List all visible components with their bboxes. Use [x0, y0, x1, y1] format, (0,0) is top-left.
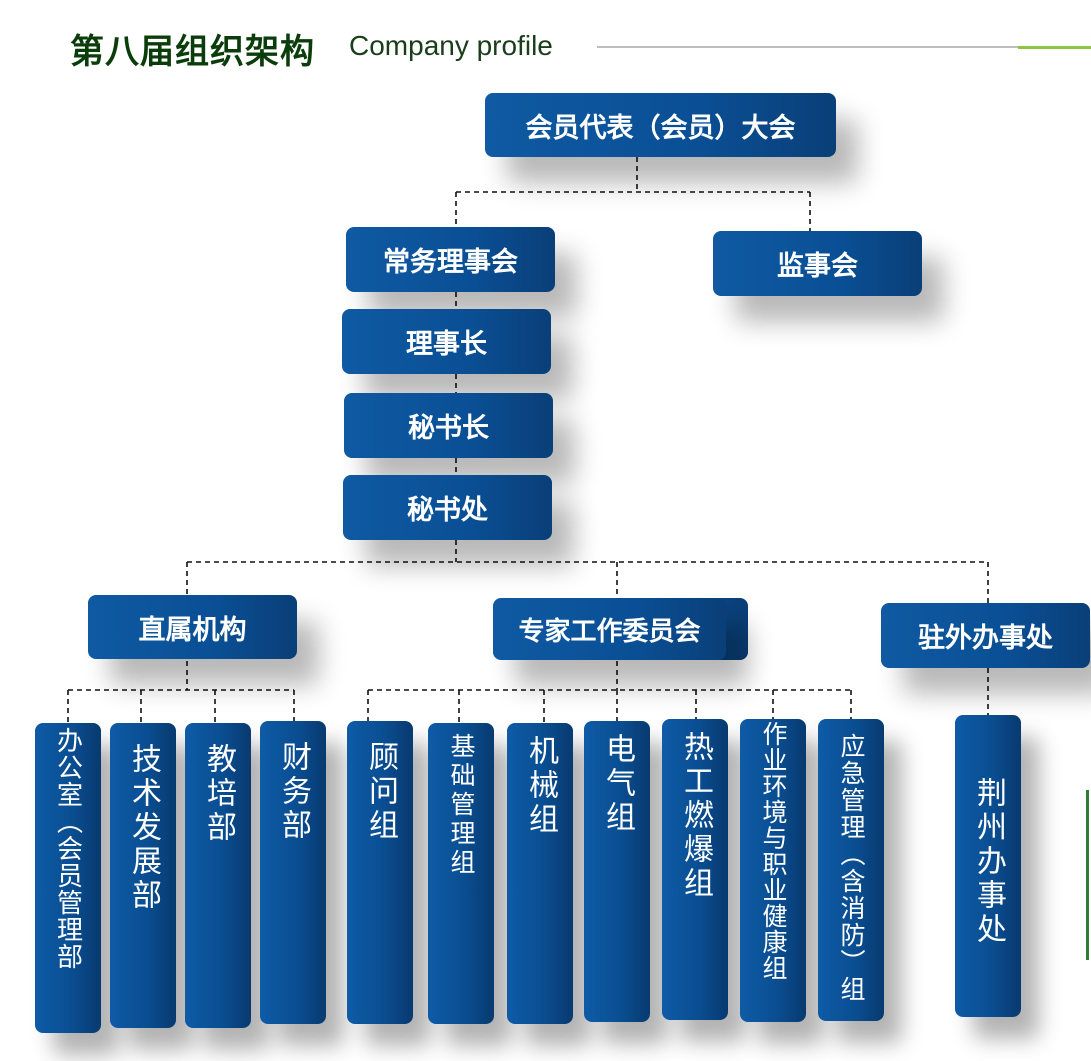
page-subtitle: Company profile	[349, 30, 553, 61]
unit-education: 教培部	[185, 723, 251, 1028]
group-electrical: 电气组	[584, 721, 650, 1022]
node-experts-committee-label: 专家工作委员会	[518, 616, 701, 647]
group-thermal-explosion-label: 热工燃爆组	[678, 731, 713, 901]
group-occupational-health-label: 作业环境与职业健康组	[759, 721, 788, 981]
node-standing-council: 常务理事会	[346, 227, 555, 292]
node-experts-committee: 专家工作委员会	[493, 598, 726, 660]
unit-tech-development-label: 技术发展部	[126, 743, 161, 913]
node-direct-institutions: 直属机构	[88, 595, 297, 659]
group-emergency-management: 应急管理（含消防）组	[818, 719, 884, 1021]
node-external-offices-label: 驻外办事处	[918, 623, 1053, 654]
group-advisory: 顾问组	[347, 721, 413, 1024]
edge-accent-bar	[1086, 790, 1089, 960]
unit-office-label: 办公室（会员管理部	[52, 727, 83, 970]
office-jingzhou: 荆州办事处	[955, 715, 1021, 1017]
node-chairman: 理事长	[342, 309, 551, 374]
node-standing-council-label: 常务理事会	[383, 247, 518, 278]
group-mechanical-label: 机械组	[523, 735, 558, 837]
node-secretariat-label: 秘书处	[407, 495, 488, 526]
group-basic-management-label: 基础管理组	[447, 733, 476, 878]
group-electrical-label: 电气组	[600, 733, 635, 835]
group-thermal-explosion: 热工燃爆组	[662, 719, 728, 1020]
node-external-offices: 驻外办事处	[881, 603, 1090, 668]
unit-finance-label: 财务部	[276, 741, 311, 843]
header-divider-accent	[1018, 46, 1091, 49]
node-secretary-general: 秘书长	[344, 393, 553, 458]
header-divider	[597, 46, 1018, 48]
office-jingzhou-label: 荆州办事处	[971, 777, 1006, 947]
node-assembly: 会员代表（会员）大会	[485, 93, 836, 157]
group-emergency-management-label: 应急管理（含消防）组	[837, 733, 866, 1003]
group-occupational-health: 作业环境与职业健康组	[740, 719, 806, 1022]
node-secretary-general-label: 秘书长	[408, 413, 489, 444]
group-mechanical: 机械组	[507, 723, 573, 1024]
node-secretariat: 秘书处	[343, 475, 552, 540]
group-basic-management: 基础管理组	[428, 723, 494, 1024]
node-supervisory-board: 监事会	[713, 231, 922, 296]
unit-education-label: 教培部	[201, 743, 236, 845]
unit-finance: 财务部	[260, 721, 326, 1024]
group-advisory-label: 顾问组	[363, 741, 398, 843]
node-chairman-label: 理事长	[406, 329, 487, 360]
node-direct-institutions-label: 直属机构	[138, 614, 247, 646]
page-title: 第八届组织架构	[70, 32, 315, 72]
node-assembly-label: 会员代表（会员）大会	[525, 112, 796, 144]
node-supervisory-board-label: 监事会	[777, 251, 858, 282]
unit-tech-development: 技术发展部	[110, 723, 176, 1028]
unit-office: 办公室（会员管理部	[35, 723, 101, 1033]
